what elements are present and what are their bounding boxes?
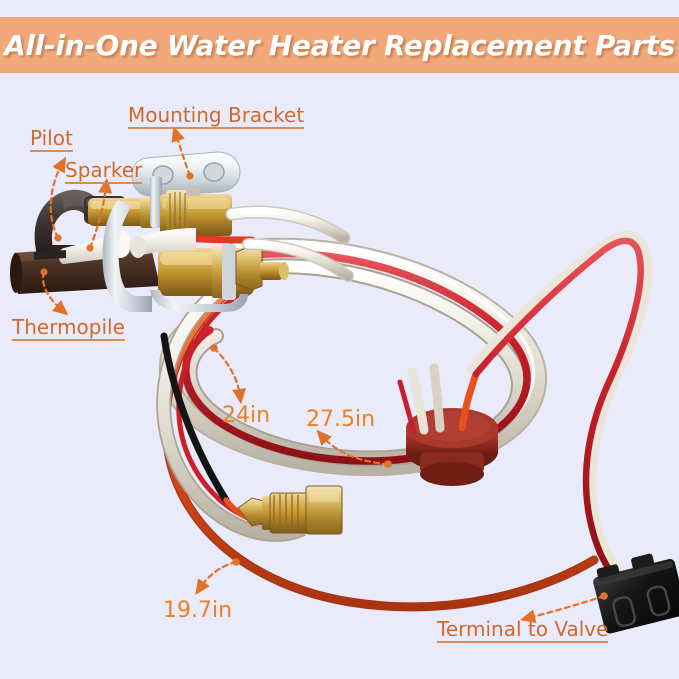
callout-label-thermopile: Thermopile — [12, 315, 125, 341]
dimension-label-24in: 24in — [222, 403, 271, 428]
header-banner: All-in-One Water Heater Replacement Part… — [0, 17, 679, 73]
dimension-label-19-7in: 19.7in — [163, 598, 233, 623]
orange-wire-loop — [161, 263, 599, 612]
callout-label-sparker: Sparker — [65, 158, 143, 184]
steel-clamp-band — [102, 200, 152, 312]
valve-terminal-connector — [593, 553, 679, 634]
assembly-tube-stubs — [225, 205, 354, 282]
rubber-grommet — [406, 408, 498, 486]
callout-label-mounting-bracket: Mounting Bracket — [128, 103, 305, 129]
brass-lower-cylinder — [158, 244, 289, 300]
dimension-label-27-5in: 27.5in — [306, 407, 376, 432]
ceramic-insulator — [130, 228, 196, 258]
brass-valve-body — [160, 186, 232, 236]
page-title: All-in-One Water Heater Replacement Part… — [4, 28, 675, 62]
steel-saddle — [150, 290, 248, 312]
red-white-wire-pair — [466, 230, 653, 578]
callout-label-pilot: Pilot — [30, 126, 73, 152]
callout-label-terminal-to-valve: Terminal to Valve — [437, 617, 609, 643]
brass-compression-fitting — [237, 485, 343, 535]
grommet-top-wires — [397, 363, 482, 435]
